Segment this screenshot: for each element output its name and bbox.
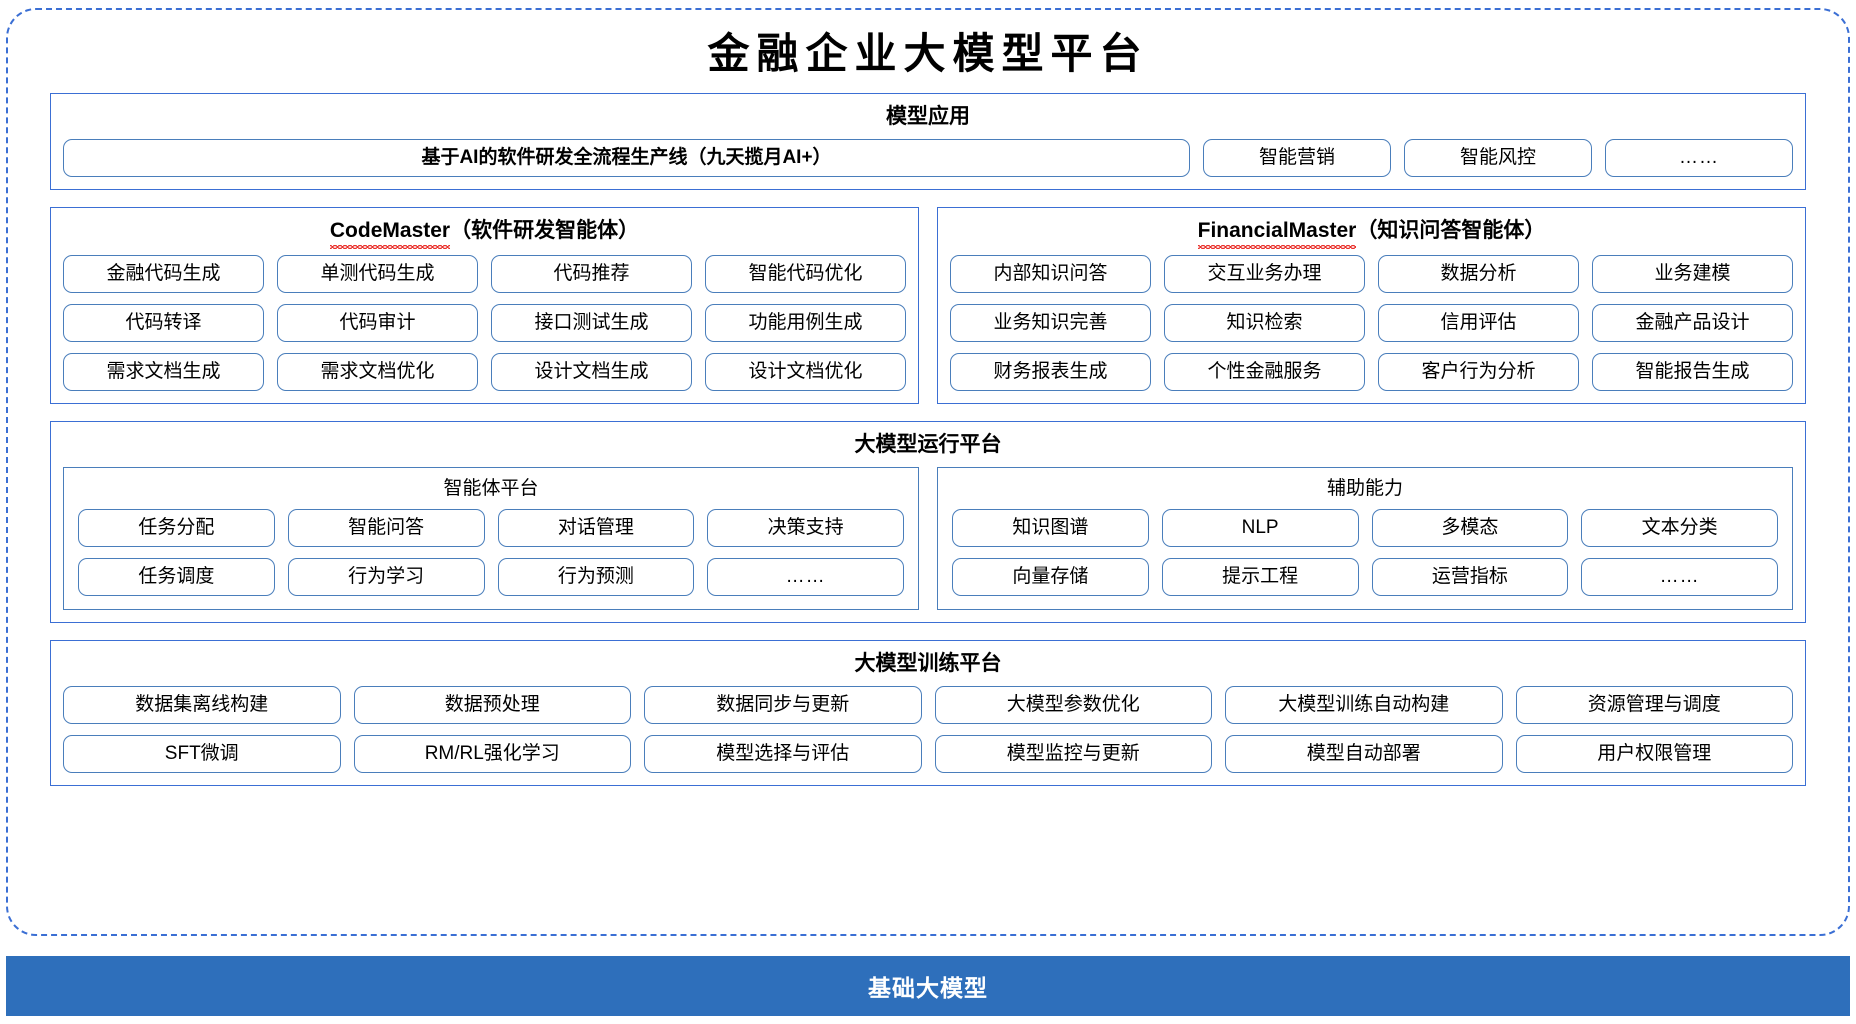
capability-pill[interactable]: 功能用例生成 (705, 303, 906, 342)
capability-pill-more[interactable]: …… (707, 557, 904, 596)
capability-pill[interactable]: NLP (1161, 508, 1359, 547)
subpanel-title-auxiliary-capabilities: 辅助能力 (1326, 477, 1403, 499)
financialmaster-capability-grid: 内部知识问答 交互业务办理 数据分析 业务建模 业务知识完善 知识检索 信用评估… (950, 254, 1793, 391)
capability-pill[interactable]: 文本分类 (1581, 508, 1778, 547)
capability-pill[interactable]: 数据同步与更新 (644, 685, 922, 724)
section-training-platform: 大模型训练平台 数据集离线构建 数据预处理 数据同步与更新 大模型参数优化 大模… (50, 639, 1806, 786)
section-title-model-applications: 模型应用 (886, 105, 970, 129)
capability-pill[interactable]: 需求文档生成 (63, 352, 264, 391)
agent-platform-grid: 任务分配 智能问答 对话管理 决策支持 任务调度 行为学习 行为预测 …… (78, 508, 904, 596)
spacer (50, 623, 1806, 640)
capability-pill[interactable]: 内部知识问答 (950, 254, 1151, 293)
spacer (50, 404, 1806, 421)
capability-pill[interactable]: 大模型参数优化 (934, 685, 1212, 724)
capability-pill[interactable]: 个性金融服务 (1164, 352, 1365, 391)
runtime-subpanels-row: 智能体平台 任务分配 智能问答 对话管理 决策支持 任务调度 行为学习 行为预测… (63, 466, 1793, 610)
capability-pill[interactable]: 代码推荐 (491, 254, 692, 293)
capability-pill[interactable]: 多模态 (1371, 508, 1569, 547)
capability-pill[interactable]: 任务调度 (78, 557, 275, 596)
capability-pill[interactable]: 数据预处理 (353, 685, 631, 724)
capability-pill-more[interactable]: …… (1581, 557, 1778, 596)
platform-outer-frame: 金融企业大模型平台 模型应用 基于AI的软件研发全流程生产线（九天揽月AI+） … (6, 8, 1850, 936)
capability-pill[interactable]: 模型监控与更新 (934, 734, 1212, 773)
section-codemaster: CodeMaster（软件研发智能体） 金融代码生成 单测代码生成 代码推荐 智… (50, 207, 919, 404)
capability-pill[interactable]: 业务知识完善 (950, 303, 1151, 342)
capability-pill[interactable]: 决策支持 (707, 508, 904, 547)
capability-pill[interactable]: 对话管理 (497, 508, 695, 547)
codemaster-capability-grid: 金融代码生成 单测代码生成 代码推荐 智能代码优化 代码转译 代码审计 接口测试… (63, 254, 906, 391)
base-model-bar: 基础大模型 (6, 956, 1850, 1016)
subpanel-agent-platform: 智能体平台 任务分配 智能问答 对话管理 决策支持 任务调度 行为学习 行为预测… (63, 466, 919, 610)
capability-pill[interactable]: 用户权限管理 (1515, 734, 1793, 773)
capability-pill[interactable]: 智能代码优化 (705, 254, 906, 293)
capability-pill[interactable]: 智能问答 (287, 508, 485, 547)
capability-pill[interactable]: 数据分析 (1378, 254, 1579, 293)
capability-pill[interactable]: SFT微调 (63, 734, 341, 773)
section-title-runtime-platform: 大模型运行平台 (854, 432, 1002, 456)
section-title-training-platform: 大模型训练平台 (854, 651, 1002, 675)
codemaster-name-cn: （软件研发智能体） (450, 219, 640, 243)
capability-pill[interactable]: 任务分配 (78, 508, 275, 547)
capability-pill[interactable]: 智能报告生成 (1592, 352, 1793, 391)
capability-pill[interactable]: 金融代码生成 (63, 254, 264, 293)
subpanel-auxiliary-capabilities: 辅助能力 知识图谱 NLP 多模态 文本分类 向量存储 提示工程 运营指标 …… (937, 466, 1793, 610)
capability-pill[interactable]: 大模型训练自动构建 (1225, 685, 1503, 724)
capability-pill[interactable]: 行为预测 (497, 557, 695, 596)
section-financialmaster: FinancialMaster（知识问答智能体） 内部知识问答 交互业务办理 数… (937, 207, 1806, 404)
capability-pill[interactable]: 接口测试生成 (491, 303, 692, 342)
capability-pill[interactable]: 交互业务办理 (1164, 254, 1365, 293)
capability-pill[interactable]: 需求文档优化 (277, 352, 478, 391)
capability-pill[interactable]: 客户行为分析 (1378, 352, 1579, 391)
model-applications-row: 基于AI的软件研发全流程生产线（九天揽月AI+） 智能营销 智能风控 …… (63, 139, 1793, 178)
capability-pill[interactable]: 金融产品设计 (1592, 303, 1793, 342)
section-model-applications: 模型应用 基于AI的软件研发全流程生产线（九天揽月AI+） 智能营销 智能风控 … (50, 93, 1806, 191)
app-card-risk-control[interactable]: 智能风控 (1404, 139, 1592, 178)
capability-pill[interactable]: 单测代码生成 (277, 254, 478, 293)
capability-pill[interactable]: 向量存储 (952, 557, 1149, 596)
agents-row: CodeMaster（软件研发智能体） 金融代码生成 单测代码生成 代码推荐 智… (50, 207, 1806, 404)
app-card-marketing[interactable]: 智能营销 (1203, 139, 1391, 178)
capability-pill[interactable]: 设计文档优化 (705, 352, 906, 391)
subpanel-title-agent-platform: 智能体平台 (443, 477, 539, 499)
codemaster-name-latin: CodeMaster (329, 218, 451, 249)
financialmaster-name-latin: FinancialMaster (1197, 218, 1356, 249)
spacer (50, 190, 1806, 207)
capability-pill[interactable]: 模型选择与评估 (644, 734, 922, 773)
capability-pill[interactable]: RM/RL强化学习 (353, 734, 631, 773)
capability-pill[interactable]: 模型自动部署 (1225, 734, 1503, 773)
capability-pill[interactable]: 代码审计 (277, 303, 478, 342)
capability-pill[interactable]: 提示工程 (1161, 557, 1359, 596)
auxiliary-capabilities-grid: 知识图谱 NLP 多模态 文本分类 向量存储 提示工程 运营指标 …… (952, 508, 1778, 596)
capability-pill[interactable]: 业务建模 (1592, 254, 1793, 293)
capability-pill[interactable]: 财务报表生成 (950, 352, 1151, 391)
capability-pill[interactable]: 知识检索 (1164, 303, 1365, 342)
section-title-financialmaster: FinancialMaster（知识问答智能体） (950, 218, 1793, 249)
capability-pill[interactable]: 资源管理与调度 (1515, 685, 1793, 724)
capability-pill[interactable]: 数据集离线构建 (63, 685, 341, 724)
app-card-more[interactable]: …… (1605, 139, 1793, 178)
capability-pill[interactable]: 信用评估 (1378, 303, 1579, 342)
capability-pill[interactable]: 代码转译 (63, 303, 264, 342)
section-title-codemaster: CodeMaster（软件研发智能体） (63, 218, 906, 249)
app-card-primary[interactable]: 基于AI的软件研发全流程生产线（九天揽月AI+） (63, 139, 1190, 178)
financialmaster-name-cn: （知识问答智能体） (1356, 219, 1546, 243)
capability-pill[interactable]: 知识图谱 (952, 508, 1149, 547)
capability-pill[interactable]: 行为学习 (287, 557, 485, 596)
capability-pill[interactable]: 运营指标 (1371, 557, 1569, 596)
page-title: 金融企业大模型平台 (707, 32, 1149, 78)
section-runtime-platform: 大模型运行平台 智能体平台 任务分配 智能问答 对话管理 决策支持 任务调度 行… (50, 420, 1806, 623)
training-capability-grid: 数据集离线构建 数据预处理 数据同步与更新 大模型参数优化 大模型训练自动构建 … (63, 685, 1793, 773)
capability-pill[interactable]: 设计文档生成 (491, 352, 692, 391)
